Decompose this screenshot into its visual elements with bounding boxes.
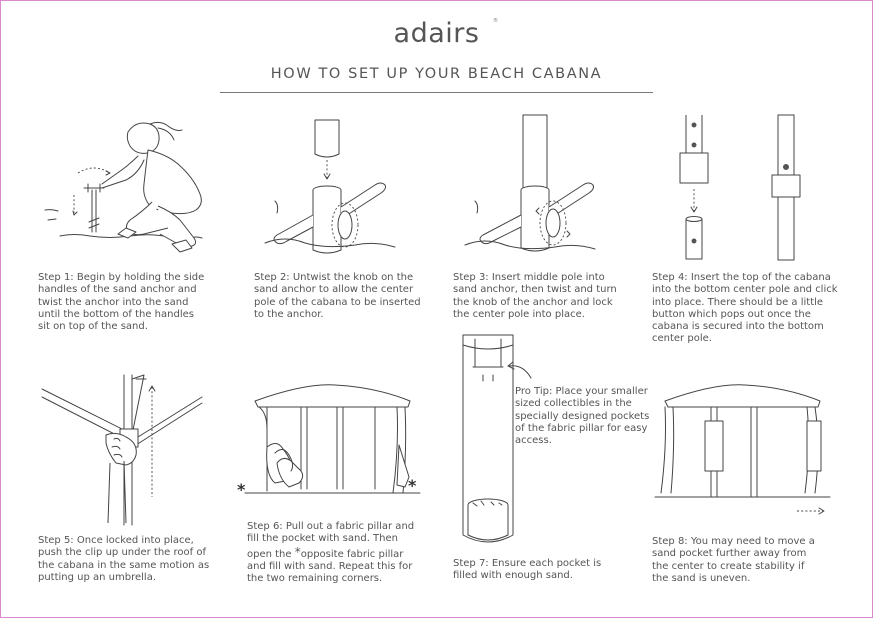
step6-caption: Step 6: Pull out a fabric pillar and fil…	[247, 521, 425, 585]
step1-woman-kneeling-icon	[40, 110, 210, 260]
step4-caption: Step 4: Insert the top of the cabana int…	[652, 272, 838, 345]
brand-logo: adairs	[393, 18, 480, 49]
step6-cabana-canopy-icon	[245, 385, 420, 505]
step2-caption: Step 2: Untwist the knob on the sand anc…	[254, 272, 421, 320]
step1-caption: Step 1: Begin by holding the side handle…	[38, 272, 205, 333]
step3-caption: Step 3: Insert middle pole into sand anc…	[453, 272, 617, 320]
step8-caption: Step 8: You may need to move a sand pock…	[652, 536, 815, 584]
step5-hand-push-icon	[40, 375, 220, 525]
asterisk-right: *	[408, 476, 417, 495]
step7-caption: Step 7: Ensure each pocket is filled wit…	[453, 558, 602, 582]
pro-tip: Pro Tip: Place your smaller sized collec…	[515, 386, 650, 447]
title-divider	[220, 92, 653, 93]
page-title: HOW TO SET UP YOUR BEACH CABANA	[270, 66, 603, 82]
step5-caption: Step 5: Once locked into place, push the…	[38, 535, 210, 583]
asterisk-left: *	[237, 480, 246, 499]
step4-pole-connector-icon	[660, 115, 820, 260]
step6-caption-b: opposite fabric pillar and fill with san…	[247, 548, 413, 585]
step6-star: *	[294, 544, 301, 559]
step8-cabana-stability-icon	[655, 385, 830, 515]
step3-pole-in-anchor-icon	[455, 115, 605, 260]
step6-caption-a: Step 6: Pull out a fabric pillar and fil…	[247, 521, 415, 560]
pro-tip-arrow-icon	[505, 360, 535, 380]
step7-fabric-pillar-icon	[455, 335, 525, 550]
step2-sand-anchor-icon	[255, 115, 405, 260]
registered-mark: ®	[493, 18, 498, 24]
